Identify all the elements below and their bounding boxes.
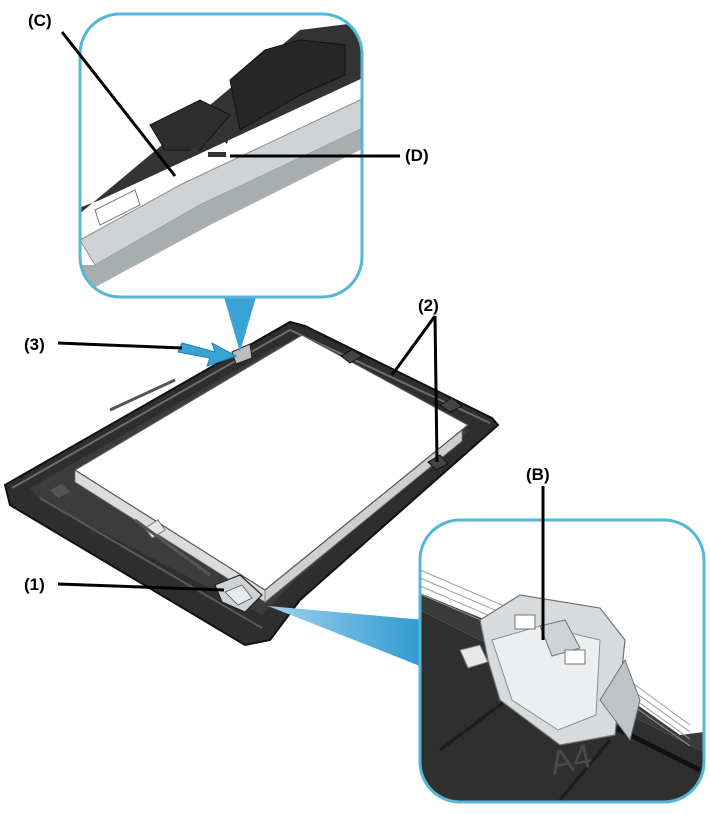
leader-three: [57, 341, 183, 350]
leader-two-a: [390, 315, 437, 376]
push-arrow: [177, 341, 238, 367]
size-mark-text: A4: [547, 737, 596, 783]
label-b: (B): [526, 465, 550, 484]
callout-front-guide-detail: [418, 518, 706, 804]
callout-pointer-top: [222, 290, 258, 352]
paper-cassette: [3, 320, 500, 647]
callout-pointer-bottom: [268, 606, 425, 668]
label-3: (3): [24, 335, 45, 354]
label-1: (1): [24, 575, 45, 594]
leader-lines: [57, 31, 545, 640]
label-d: (D): [405, 146, 429, 165]
leader-one: [57, 582, 225, 592]
callout-paper-guide-detail: [78, 12, 364, 299]
label-c: (C): [28, 11, 52, 30]
label-2: (2): [418, 296, 439, 315]
leader-c: [60, 31, 177, 177]
leader-two-b: [433, 315, 439, 463]
